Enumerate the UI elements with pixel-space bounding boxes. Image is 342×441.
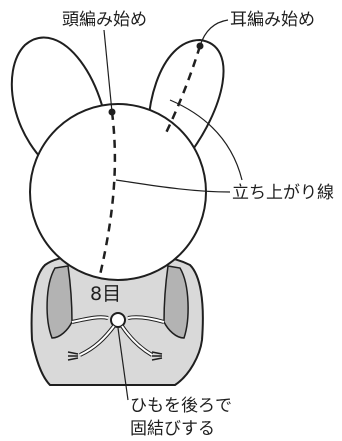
tie-knot [110, 312, 126, 328]
rise-line-leader-head [115, 179, 231, 193]
ear-start-label: 耳編み始め [230, 10, 315, 30]
vest-right-panel [163, 265, 189, 339]
tie-fringe-left [67, 351, 79, 361]
tie-instruction-line2: 固結びする [130, 419, 215, 439]
body-rows-label: 8目 [90, 283, 121, 305]
tie-fringe-right [151, 351, 163, 361]
head [29, 103, 207, 281]
rise-line-label: 立ち上がり線 [232, 183, 334, 203]
ear-dashed-line [163, 45, 202, 136]
vest-left-panel [46, 265, 73, 339]
rise-line-leader-ear [169, 99, 243, 181]
tie-string-inner [71, 316, 165, 323]
head-start-label: 頭編み始め [62, 10, 147, 30]
tie-leader [117, 327, 129, 401]
tie-ends-inner [79, 325, 153, 356]
head-start-leader [103, 29, 113, 113]
ear-start-leader [199, 19, 229, 47]
head-dashed-line [98, 111, 117, 276]
tie-instruction-line1: ひもを後ろで [130, 396, 232, 416]
